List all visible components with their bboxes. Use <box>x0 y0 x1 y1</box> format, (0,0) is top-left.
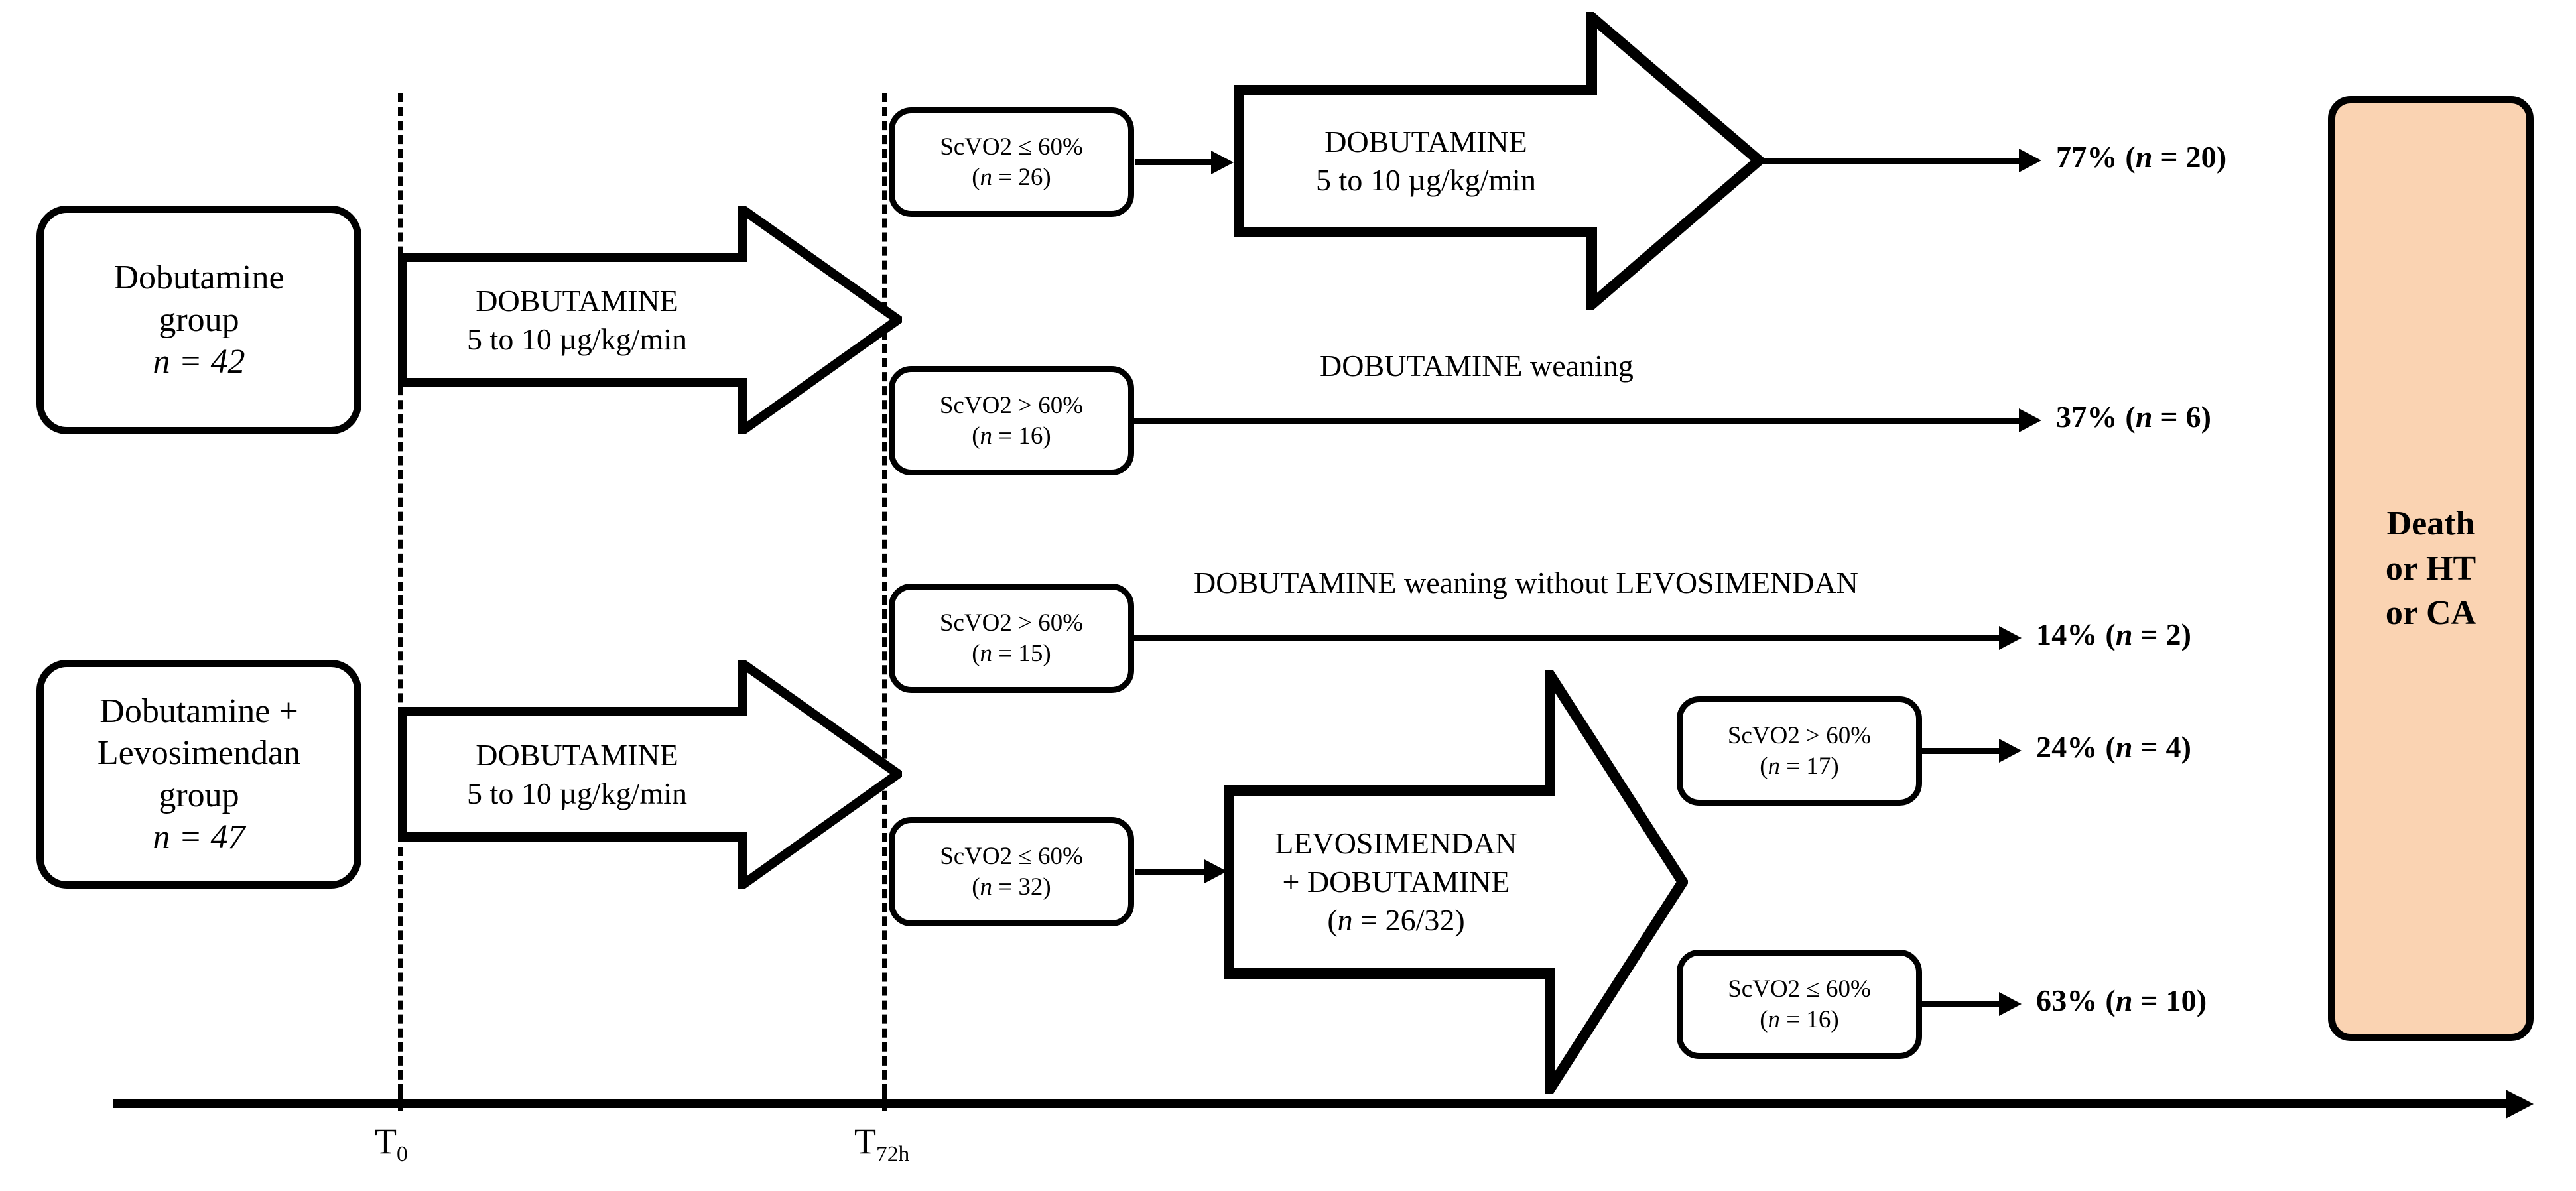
timeline-axis-arrowhead <box>2506 1090 2534 1119</box>
scvo2-gt60-n16-count: (n = 16) <box>972 422 1051 450</box>
connector-n15-to-outcome-14 <box>1127 635 2003 641</box>
group-dobutamine-line1: Dobutamine <box>113 259 285 297</box>
connector-n26-to-dobutamine <box>1135 159 1215 165</box>
outcome-14: 14% (n = 2) <box>2036 617 2192 651</box>
connector-n16b-to-outcome-63 <box>1917 1001 2003 1007</box>
arrowhead-n32-to-levosimendan <box>1204 859 1227 883</box>
node-scvo2-gt60-n15[interactable]: ScVO2 > 60% (n = 15) <box>889 584 1134 693</box>
timeline-label-t0: T0 <box>375 1121 408 1166</box>
outcome-37: 37% (n = 6) <box>2056 400 2212 434</box>
endpoint-death-ht-ca: Death or HT or CA <box>2328 96 2534 1041</box>
scvo2-le60-n32-condition: ScVO2 ≤ 60% <box>940 843 1083 871</box>
group-dobutamine-n: n = 42 <box>153 343 245 381</box>
group-dobutamine-line2: group <box>159 300 239 339</box>
outcome-24: 24% (n = 4) <box>2036 730 2192 764</box>
group-box-levosimendan[interactable]: Dobutamine + Levosimendan group n = 47 <box>36 660 361 889</box>
node-scvo2-gt60-n16[interactable]: ScVO2 > 60% (n = 16) <box>889 366 1134 475</box>
arrowhead-outcome-37 <box>2019 408 2041 432</box>
node-scvo2-gt60-n17[interactable]: ScVO2 > 60% (n = 17) <box>1677 696 1922 806</box>
arrowhead-n26-to-dobutamine <box>1211 151 1234 174</box>
scvo2-gt60-n17-count: (n = 17) <box>1760 752 1839 780</box>
time-rule-t72h <box>882 93 887 1107</box>
group-levo-line2: Levosimendan <box>97 734 301 773</box>
time-rule-t0 <box>398 93 403 1107</box>
group-levo-line1: Dobutamine + <box>99 692 298 730</box>
scvo2-le60-n26-count: (n = 26) <box>972 163 1051 191</box>
scvo2-gt60-n16-condition: ScVO2 > 60% <box>939 392 1084 420</box>
node-scvo2-le60-n32[interactable]: ScVO2 ≤ 60% (n = 32) <box>889 817 1134 926</box>
outcome-77: 77% (n = 20) <box>2056 140 2227 174</box>
timeline-axis <box>113 1099 2507 1108</box>
outcome-63: 63% (n = 10) <box>2036 983 2207 1017</box>
scvo2-le60-n32-count: (n = 32) <box>972 873 1051 901</box>
arrowhead-outcome-77 <box>2019 149 2041 172</box>
label-dobutamine-weaning: DOBUTAMINE weaning <box>1320 349 1634 383</box>
endpoint-line-2: or HT <box>2385 549 2477 588</box>
arrowhead-outcome-24 <box>1999 739 2022 763</box>
block-arrow-levosimendan <box>1224 670 1688 1094</box>
block-arrow-dobutamine-top <box>398 206 902 434</box>
group-levo-n: n = 47 <box>153 818 245 856</box>
endpoint-line-3: or CA <box>2385 594 2477 633</box>
arrowhead-outcome-14 <box>1999 626 2022 650</box>
connector-n17-to-outcome-24 <box>1917 748 2003 754</box>
label-dobutamine-weaning-without-levo: DOBUTAMINE weaning without LEVOSIMENDAN <box>1194 566 1858 599</box>
scvo2-le60-n26-condition: ScVO2 ≤ 60% <box>940 133 1083 161</box>
group-levo-line3: group <box>159 776 239 814</box>
scvo2-gt60-n15-condition: ScVO2 > 60% <box>939 609 1084 637</box>
connector-n32-to-levosimendan <box>1135 869 1208 875</box>
node-scvo2-le60-n16[interactable]: ScVO2 ≤ 60% (n = 16) <box>1677 950 1922 1059</box>
scvo2-le60-n16-condition: ScVO2 ≤ 60% <box>1728 975 1871 1003</box>
node-scvo2-le60-n26[interactable]: ScVO2 ≤ 60% (n = 26) <box>889 107 1134 217</box>
block-arrow-dobutamine-t72 <box>1234 12 1764 310</box>
scvo2-le60-n16-count: (n = 16) <box>1760 1005 1839 1033</box>
arrowhead-outcome-63 <box>1999 992 2022 1016</box>
timeline-tick-t72h <box>882 1086 887 1111</box>
timeline-tick-t0 <box>398 1086 403 1111</box>
scvo2-gt60-n15-count: (n = 15) <box>972 639 1051 667</box>
timeline-label-t72h: T72h <box>854 1121 910 1166</box>
endpoint-line-1: Death <box>2386 505 2475 543</box>
scvo2-gt60-n17-condition: ScVO2 > 60% <box>1727 722 1872 750</box>
block-arrow-dobutamine-bottom <box>398 660 902 889</box>
group-box-dobutamine[interactable]: Dobutamine group n = 42 <box>36 206 361 434</box>
connector-n16-to-outcome-37 <box>1127 418 2023 424</box>
connector-dobutamine-t72-to-outcome-77 <box>1751 158 2023 164</box>
